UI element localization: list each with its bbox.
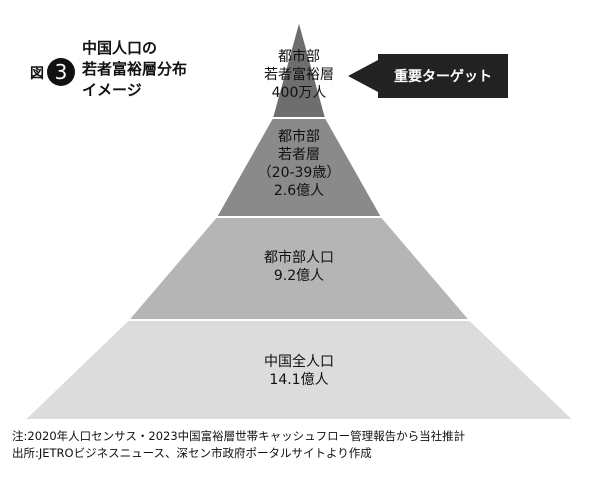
- target-callout-label: 重要ターゲット: [394, 68, 492, 85]
- level-urban-young-label-line: 都市部: [278, 128, 320, 145]
- pyramid-level-total: [21, 319, 577, 421]
- source-note: 出所:JETROビジネスニュース、深セン市政府ポータルサイトより作成: [12, 446, 372, 460]
- level-urban-label-line: 都市部人口: [264, 249, 334, 266]
- figure-number-badge: 3: [47, 58, 75, 86]
- level-top-label-line: 若者富裕層: [264, 66, 334, 83]
- level-total-label-line: 中国全人口: [264, 353, 334, 370]
- notes-block: 注:2020年人口センサス・2023中国富裕層世帯キャッシュフロー管理報告から当…: [12, 428, 465, 462]
- level-total-label-line: 14.1億人: [269, 372, 328, 388]
- level-urban-young-label-line: 2.6億人: [274, 183, 324, 199]
- estimation-note: 注:2020年人口センサス・2023中国富裕層世帯キャッシュフロー管理報告から当…: [12, 429, 466, 443]
- figure-prefix: 図: [30, 66, 44, 82]
- level-urban-young-label-line: （20-39歳）: [258, 165, 341, 181]
- level-top-label-line: 都市部: [278, 48, 320, 65]
- figure-title-line: 若者富裕層分布: [82, 60, 188, 78]
- figure-title-line: 中国人口の: [82, 39, 158, 57]
- level-urban-young-label-line: 若者層: [278, 147, 320, 163]
- figure-title: 中国人口の 若者富裕層分布 イメージ: [82, 38, 187, 101]
- figure-title-line: イメージ: [82, 81, 142, 99]
- figure-title-block: 図 3 中国人口の 若者富裕層分布 イメージ: [30, 38, 230, 108]
- target-callout: [348, 54, 508, 98]
- level-urban-label-line: 9.2億人: [274, 268, 324, 284]
- level-top-label-line: 400万人: [272, 85, 327, 101]
